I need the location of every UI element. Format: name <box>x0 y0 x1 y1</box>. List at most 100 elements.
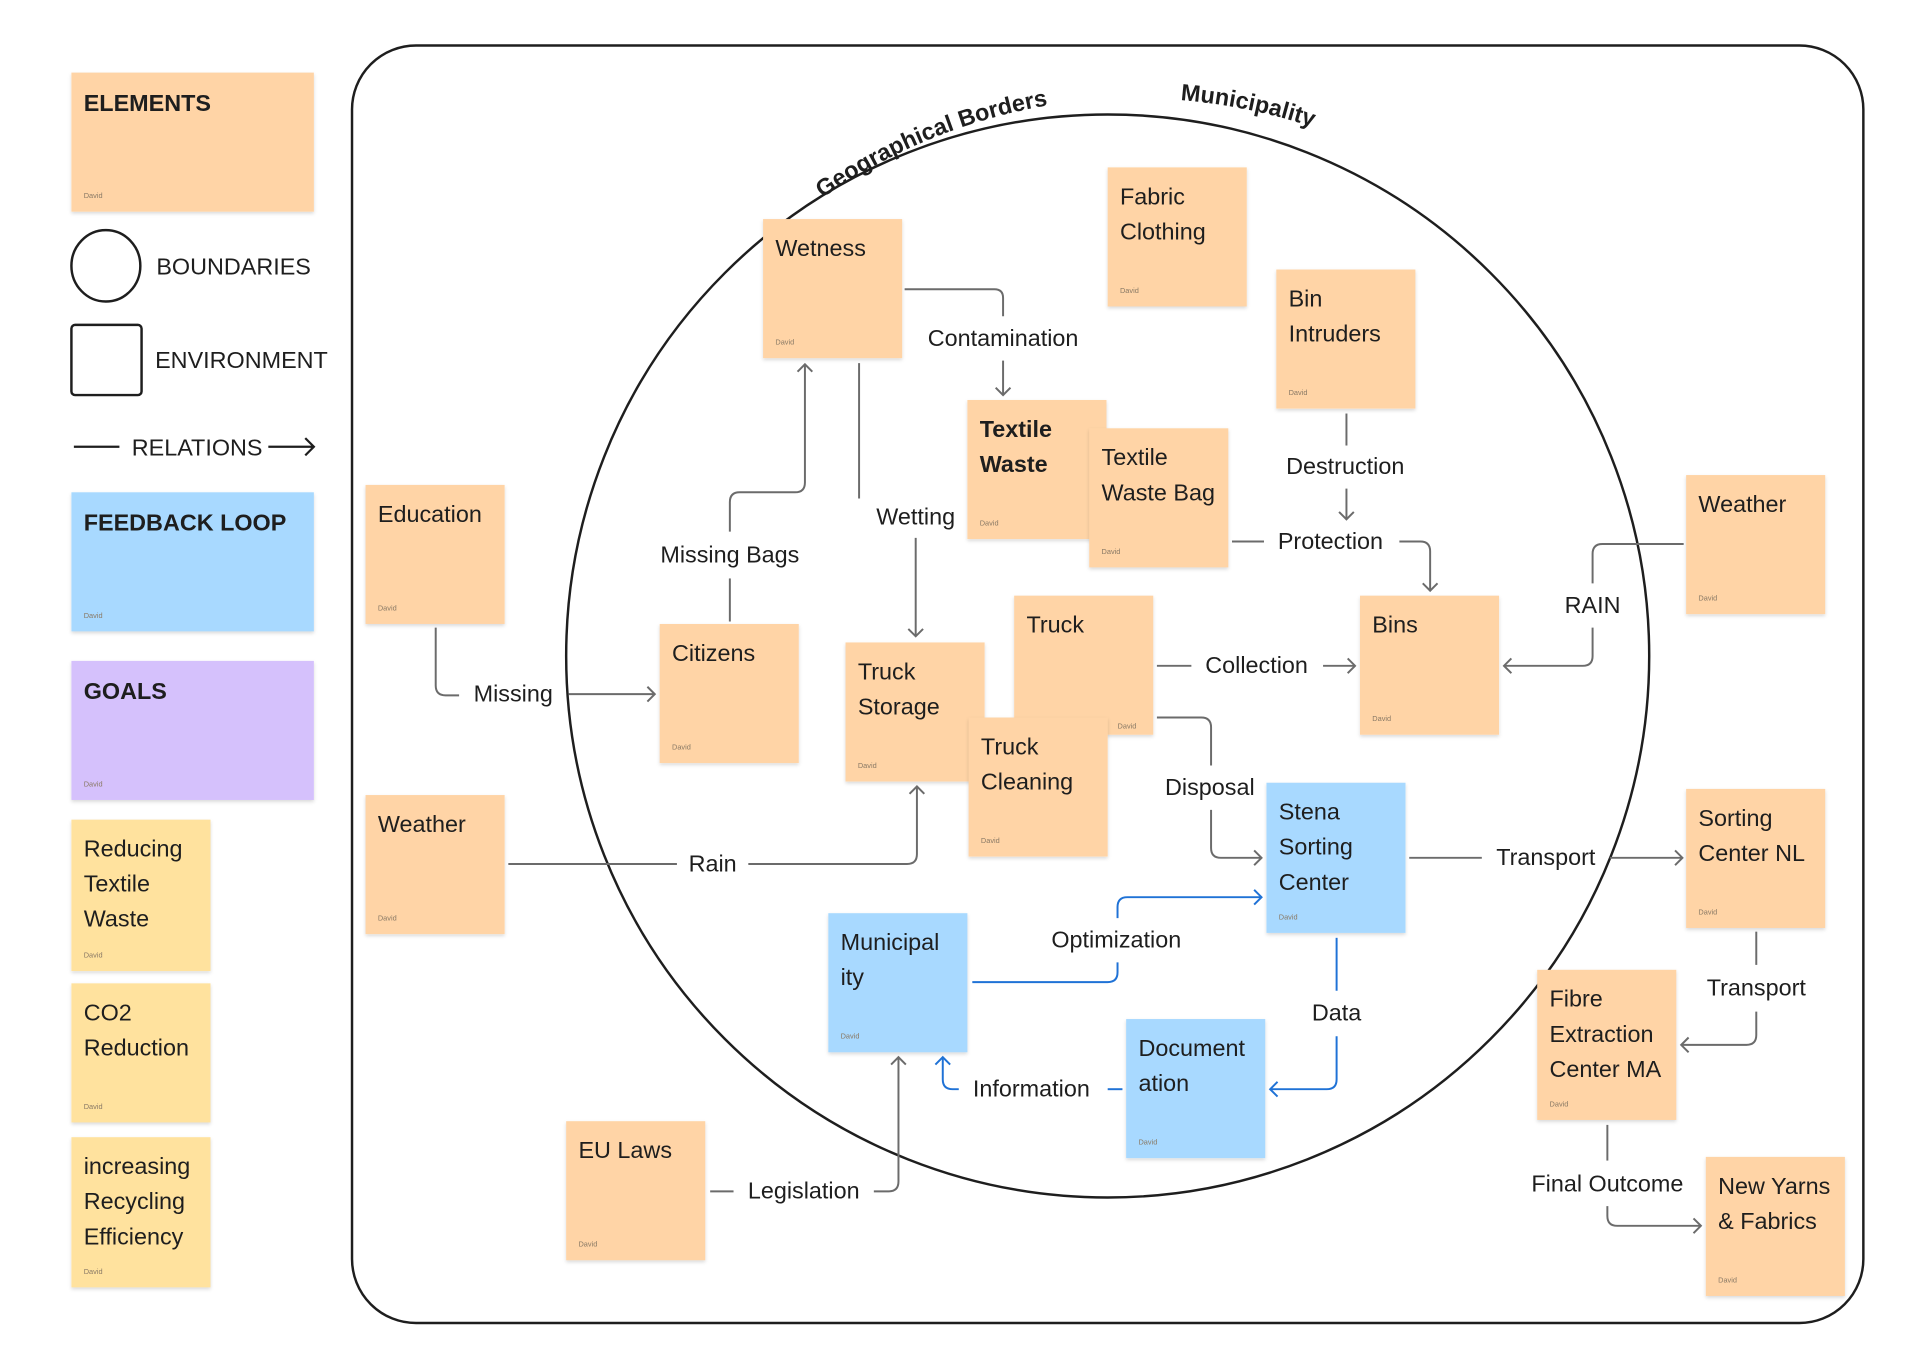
note-text: Truck <box>981 733 1039 759</box>
note-author: David <box>84 951 103 960</box>
relation-missing[interactable] <box>434 627 657 703</box>
note-background <box>1359 595 1500 735</box>
relation-transport-2[interactable] <box>1679 931 1758 1053</box>
relation-label-information: Information <box>973 1076 1090 1102</box>
relation-protection[interactable] <box>1231 540 1439 593</box>
note-background <box>659 623 799 764</box>
note-text: Sorting <box>1279 834 1353 860</box>
relation-disposal[interactable] <box>1156 716 1263 866</box>
relation-legislation[interactable] <box>710 1055 907 1193</box>
connector-line <box>728 364 806 532</box>
note-author: David <box>378 914 397 923</box>
relation-contamination[interactable] <box>904 288 1012 397</box>
note-author: David <box>858 761 877 770</box>
relation-transport-1[interactable] <box>1409 849 1684 866</box>
note-text: Truck <box>1026 612 1084 638</box>
note-text: Storage <box>858 693 940 719</box>
note-author: David <box>84 191 103 200</box>
connector-line <box>1210 809 1262 859</box>
connector-line <box>972 962 1119 984</box>
note-text: Cleaning <box>981 769 1073 795</box>
note-background <box>1014 595 1154 735</box>
relation-rain[interactable] <box>508 785 926 865</box>
connector-line <box>904 288 1005 317</box>
environment-square-icon <box>70 323 143 397</box>
relation-missing-bags[interactable] <box>728 362 814 622</box>
note-background <box>566 1121 706 1261</box>
note-text: Bin <box>1289 285 1323 311</box>
relation-arrow-icon <box>268 437 316 457</box>
note-background <box>1276 269 1416 409</box>
note-author: David <box>1372 714 1391 723</box>
note-text: Fabric <box>1120 183 1185 209</box>
note-background <box>1686 788 1826 928</box>
connector-line <box>1591 542 1684 584</box>
relation-label-protection: Protection <box>1278 528 1383 554</box>
legend-goals-label: GOALS <box>84 678 167 704</box>
note-text: Fibre <box>1550 986 1603 1012</box>
relation-label-rain: Rain <box>689 850 737 876</box>
relation-rain-upper[interactable] <box>1502 542 1684 674</box>
note-background <box>71 1137 211 1288</box>
relation-information[interactable] <box>934 1055 1123 1091</box>
arrowhead-icon <box>934 1055 951 1066</box>
arrowhead-icon <box>1253 889 1263 906</box>
relation-data[interactable] <box>1268 937 1338 1098</box>
relation-wetting[interactable] <box>858 363 924 638</box>
relation-collection[interactable] <box>1156 657 1357 674</box>
connector-line <box>1399 540 1432 591</box>
relation-final-outcome[interactable] <box>1606 1124 1703 1234</box>
arrowhead-icon <box>1346 657 1357 674</box>
relation-label-legislation: Legislation <box>748 1178 860 1204</box>
note-background <box>1686 475 1826 615</box>
note-author: David <box>1718 1275 1737 1284</box>
note-author: David <box>1698 594 1717 603</box>
note-text: Textile <box>84 871 150 897</box>
relation-destruction[interactable] <box>1338 413 1355 521</box>
note-author: David <box>1550 1099 1569 1108</box>
note-text: Municipal <box>841 929 940 955</box>
relation-optimization[interactable] <box>972 889 1263 984</box>
boundary-circle-icon <box>70 228 142 303</box>
legend-feedback-loop-note[interactable]: FEEDBACK LOOP David <box>71 492 314 632</box>
legend-elements-note[interactable]: ELEMENTS David <box>71 72 314 212</box>
connectors <box>434 288 1758 1234</box>
note-text: Education <box>378 501 482 527</box>
note-background <box>71 983 211 1123</box>
note-background <box>828 913 968 1053</box>
relation-label-transport-1: Transport <box>1496 844 1596 870</box>
legend-goals-note[interactable]: GOALS David <box>71 660 314 800</box>
legend-elements-label: ELEMENTS <box>84 90 211 116</box>
note-background <box>845 642 985 782</box>
relation-label-missing: Missing <box>474 681 553 707</box>
boundary-circle <box>564 113 1651 1199</box>
legend-environment-label: ENVIRONMENT <box>155 347 328 373</box>
note-author: David <box>672 743 691 752</box>
